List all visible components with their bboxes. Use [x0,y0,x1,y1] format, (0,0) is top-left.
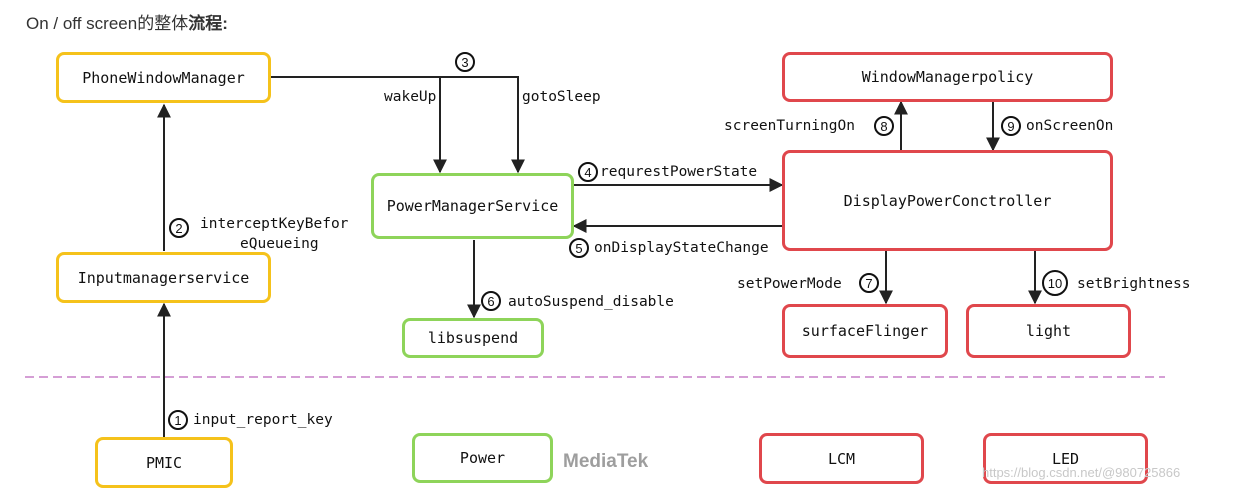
step-6-badge: 6 [481,291,501,311]
label-set-brightness: setBrightness [1077,276,1191,292]
step-2-badge: 2 [169,218,189,238]
label-set-power-mode: setPowerMode [737,276,842,292]
label-goto-sleep: gotoSleep [522,89,601,105]
page-heading: On / off screen的整体流程: [26,9,228,34]
label-screen-turning-on: screenTurningOn [724,118,855,134]
heading-text: On / off screen的整体 [26,14,189,33]
node-libsuspend: libsuspend [402,318,544,358]
step-10-badge: 10 [1042,270,1068,296]
label-request-power-state: requrestPowerState [600,164,758,180]
node-light: light [966,304,1131,358]
label-on-screen-on: onScreenOn [1026,118,1114,134]
label-wake-up: wakeUp [384,89,437,105]
node-led: LED [983,433,1148,484]
heading-bold-text: 流程: [188,14,228,33]
label-input-report-key: input_report_key [193,412,333,428]
node-surface-flinger: surfaceFlinger [782,304,948,358]
step-7-badge: 7 [859,273,879,293]
mediatek-logo: MediaTek [563,451,649,472]
node-input-manager-service: Inputmanagerservice [56,252,271,303]
node-phone-window-manager: PhoneWindowManager [56,52,271,103]
step-4-badge: 4 [578,162,598,182]
label-auto-suspend-disable: autoSuspend_disable [508,294,674,310]
step-3-badge: 3 [455,52,475,72]
node-window-manager-policy: WindowManagerpolicy [782,52,1113,102]
step-9-badge: 9 [1001,116,1021,136]
node-power: Power [412,433,553,483]
edge-goto-sleep [440,76,525,174]
label-intercept-key-line1: interceptKeyBefor [200,216,349,232]
step-8-badge: 8 [874,116,894,136]
label-intercept-key-line2: eQueueing [240,236,319,252]
blog-watermark: https://blog.csdn.net/@980725866 [982,465,1181,480]
node-display-power-controller: DisplayPowerConctroller [782,150,1113,251]
node-power-manager-service: PowerManagerService [371,173,574,239]
node-pmic: PMIC [95,437,233,488]
step-5-badge: 5 [569,238,589,258]
node-lcm: LCM [759,433,924,484]
step-1-badge: 1 [168,410,188,430]
label-on-display-state-change: onDisplayStateChange [594,240,769,256]
